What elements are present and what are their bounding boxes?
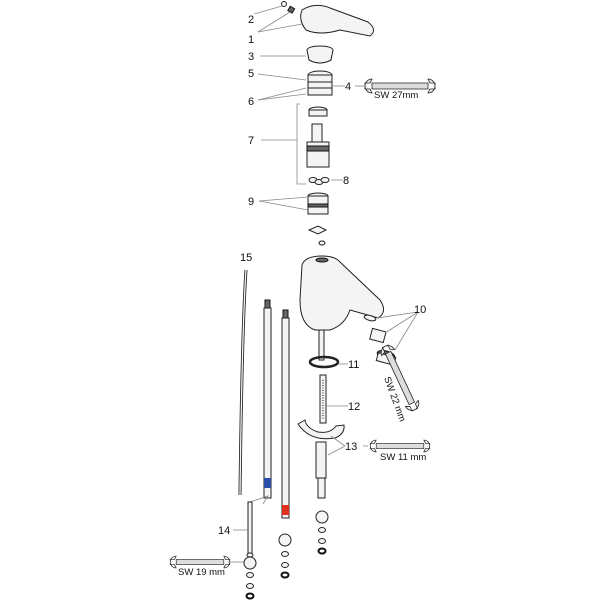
stud-rod-part xyxy=(243,501,257,600)
callout-14: 14 xyxy=(218,525,230,537)
callout-8: 8 xyxy=(343,175,349,187)
callout-4: 4 xyxy=(345,81,351,93)
callout-15: 15 xyxy=(240,252,252,264)
callout-7: 7 xyxy=(248,135,254,147)
faucet-body-part xyxy=(299,255,384,361)
callout-10: 10 xyxy=(414,304,426,316)
wrench-size-27: SW 27mm xyxy=(374,90,418,101)
callout-5: 5 xyxy=(248,68,254,80)
cold-marker xyxy=(264,478,271,488)
cartridge-part xyxy=(306,106,330,168)
seal-part xyxy=(308,177,330,185)
wrench-11mm-icon xyxy=(369,439,431,453)
hot-marker xyxy=(282,505,289,515)
callout-1: 1 xyxy=(248,34,254,46)
flow-insert-part xyxy=(307,192,329,246)
callout-13: 13 xyxy=(345,441,357,453)
cold-hose-part xyxy=(263,299,272,499)
callout-3: 3 xyxy=(248,51,254,63)
wrench-size-19: SW 19 mm xyxy=(178,567,225,578)
base-seal-part xyxy=(308,355,340,369)
leader-lines xyxy=(228,5,419,563)
cartridge-nut-part xyxy=(307,70,333,96)
callout-9: 9 xyxy=(248,196,254,208)
handle-part xyxy=(281,1,374,37)
callout-2: 2 xyxy=(248,14,254,26)
callout-6: 6 xyxy=(248,96,254,108)
callout-12: 12 xyxy=(348,401,360,413)
callout-11: 11 xyxy=(348,359,359,371)
cover-ring-part xyxy=(306,45,334,64)
mounting-sleeve-part xyxy=(315,441,329,555)
wrench-size-11: SW 11 mm xyxy=(380,452,426,463)
hot-hose-part xyxy=(278,309,292,579)
threaded-rod-part xyxy=(297,374,345,440)
